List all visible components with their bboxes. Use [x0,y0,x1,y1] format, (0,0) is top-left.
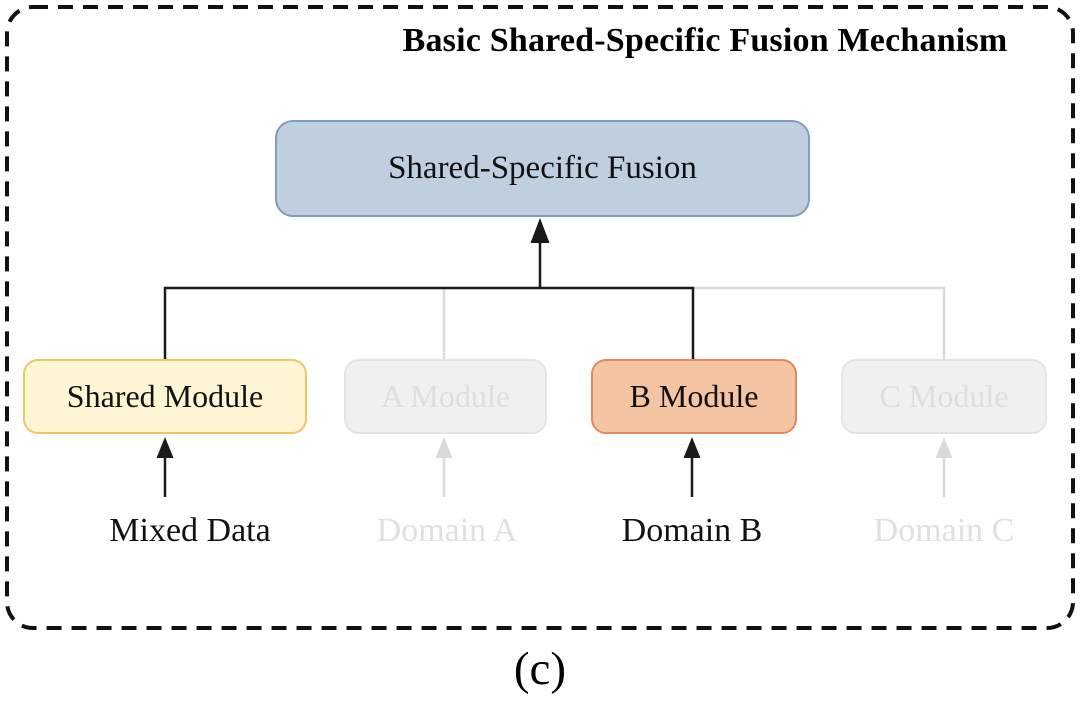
module-shared-label: Shared Module [66,378,264,414]
input-label-domain-a: Domain A [376,512,518,549]
module-box-c: C Module [841,359,1047,434]
module-box-a: A Module [344,359,547,434]
arrow-up-domain-a-head [435,437,453,458]
input-label-mixed-data: Mixed Data [109,512,271,549]
diagram-title: Basic Shared-Specific Fusion Mechanism [402,22,1008,59]
connector-inactive-right [693,286,946,359]
arrow-up-fusion-head [530,218,550,243]
figure-caption: (c) [513,643,567,695]
input-label-domain-b: Domain B [621,512,763,549]
dashed-frame [5,5,1075,630]
connector-active [163,286,695,359]
fusion-box: Shared-Specific Fusion [275,120,810,217]
fusion-box-label: Shared-Specific Fusion [388,150,697,186]
module-a-label: A Module [381,378,510,414]
input-label-domain-c: Domain C [873,512,1015,549]
module-box-b: B Module [591,359,797,434]
module-c-label: C Module [879,378,1009,414]
module-b-label: B Module [629,378,759,414]
arrow-up-domain-b-head [683,437,701,458]
module-box-shared: Shared Module [23,359,307,434]
arrow-up-domain-c-head [935,437,953,458]
arrow-up-mixed-data-head [156,437,174,458]
